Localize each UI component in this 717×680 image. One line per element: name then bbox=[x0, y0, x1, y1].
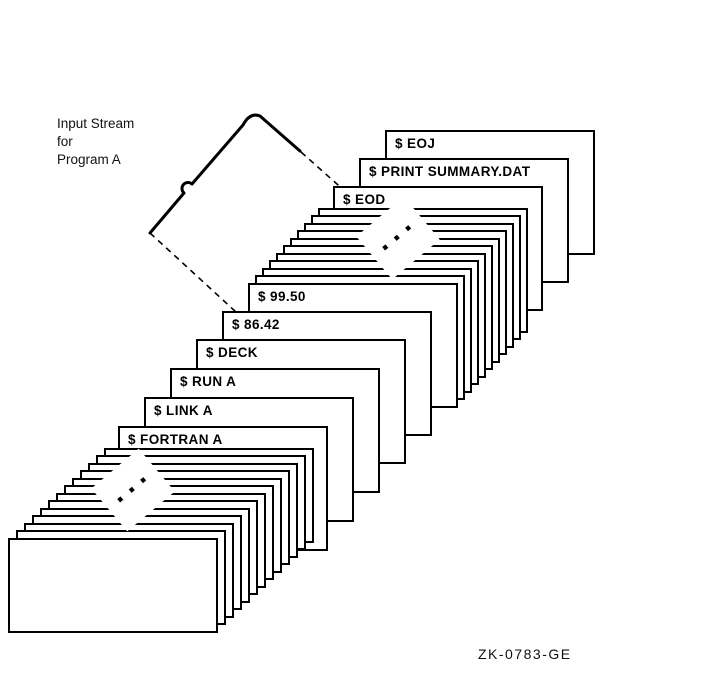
card-label: $ DECK bbox=[206, 345, 258, 360]
blank-card bbox=[8, 538, 218, 633]
continuation-dots: ··· bbox=[106, 460, 163, 516]
figure-id: ZK-0783-GE bbox=[478, 646, 572, 662]
punched-card-icon bbox=[148, 113, 302, 235]
card-label: $ RUN A bbox=[180, 374, 237, 389]
card-label: $ 99.50 bbox=[258, 289, 306, 304]
card-label: $ LINK A bbox=[154, 403, 213, 418]
dashed-connector-left bbox=[149, 232, 237, 313]
card-label: $ EOD bbox=[343, 192, 386, 207]
card-label: $ 86.42 bbox=[232, 317, 280, 332]
caption-line-3: Program A bbox=[57, 151, 121, 167]
caption-line-1: Input Stream bbox=[57, 116, 135, 131]
diagram-caption: Input Stream for Program A bbox=[57, 115, 134, 168]
continuation-dots: ··· bbox=[371, 208, 428, 264]
card-label: $ FORTRAN A bbox=[128, 432, 223, 447]
card-label: $ PRINT SUMMARY.DAT bbox=[369, 164, 531, 179]
caption-line-2: for bbox=[57, 133, 73, 149]
card-label: $ EOJ bbox=[395, 136, 436, 151]
